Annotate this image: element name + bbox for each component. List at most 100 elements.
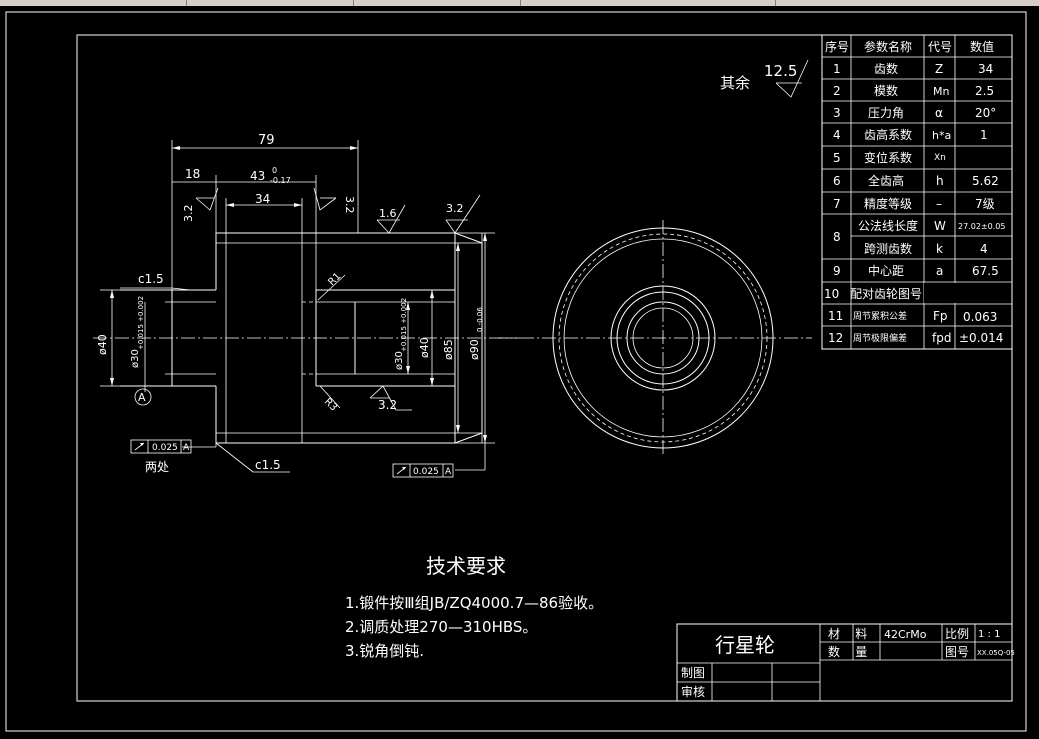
- checked-by-label: 审核: [681, 684, 705, 699]
- section-view: [93, 232, 520, 444]
- param-row-name: 压力角: [868, 106, 904, 120]
- dim-dia-30-left: ø30: [130, 349, 141, 368]
- param-row-no: 9: [833, 264, 841, 278]
- runout-left-value: 0.025: [152, 443, 178, 453]
- param-row-sym: W: [934, 219, 946, 233]
- dim-dia-40-right: ø40: [418, 337, 431, 358]
- window-tab[interactable]: [0, 0, 187, 6]
- sf-rest-label: 其余: [720, 74, 750, 92]
- dimension-lines: [100, 140, 495, 473]
- sf-mark-2: 3.2: [343, 196, 356, 214]
- param-row-name: 精度等级: [864, 196, 912, 211]
- param-row-sym: α: [935, 106, 943, 120]
- surface-finish-symbols: [195, 59, 809, 411]
- tech-req-item: 3.锐角倒钝.: [345, 642, 424, 660]
- radius-top-label: R1: [326, 271, 343, 288]
- material-label: 材 料: [828, 627, 867, 641]
- param-row-no: 3: [833, 106, 841, 120]
- param-row-val: 4: [980, 242, 988, 256]
- sf-mark-3: 1.6: [379, 207, 397, 220]
- runout-bottom-value: 0.025: [413, 467, 439, 477]
- tech-req-item: 1.锻件按Ⅲ组JB/ZQ4000.7—86验收。: [345, 594, 603, 612]
- dim-dia-40-left: ø40: [96, 334, 109, 355]
- param-row-val: 20°: [975, 106, 996, 120]
- drawn-by-label: 制图: [681, 666, 705, 680]
- param-row-val: 0.063: [963, 310, 997, 324]
- param-row-val: 67.5: [972, 264, 999, 278]
- param-row-sym: Z: [935, 62, 943, 76]
- outer-frame: [5, 11, 1027, 732]
- sf-mark-5: 3.2: [378, 398, 397, 412]
- param-row-sym: a: [936, 264, 943, 278]
- cad-drawing-canvas[interactable]: 79 18 43 0 -0.17 34 ø40 ø30 +0.015 +0.00…: [0, 6, 1039, 735]
- runout-bottom-datum: A: [445, 467, 452, 477]
- chamfer-top-label: c1.5: [138, 272, 164, 286]
- scale-label: 比例: [945, 627, 969, 641]
- dim-34: 34: [255, 192, 270, 206]
- part-name: 行星轮: [715, 633, 775, 657]
- param-row-sym: h: [936, 174, 944, 188]
- window-tab-strip: [0, 0, 1039, 6]
- param-table-grid: [821, 34, 1013, 350]
- runout-left-note: 两处: [145, 460, 169, 474]
- sf-rest-value: 12.5: [764, 62, 797, 80]
- param-row-val: 1: [980, 128, 988, 142]
- param-row-no: 12: [828, 331, 843, 345]
- dim-79: 79: [258, 133, 275, 148]
- dim-dia-30-left-tol: +0.015 +0.002: [137, 296, 145, 350]
- drawing-border: [76, 34, 1013, 702]
- param-row-name: 周节极限偏差: [853, 332, 907, 344]
- window-tab[interactable]: [187, 0, 354, 6]
- param-row-val: 5.62: [972, 174, 999, 188]
- side-view: [498, 220, 812, 456]
- drawing-no-label: 图号: [945, 645, 969, 659]
- param-row-name: 跨测齿数: [864, 241, 912, 256]
- param-row-sym: Xn: [934, 153, 946, 163]
- quantity-label: 数 量: [828, 644, 867, 659]
- window-tab[interactable]: [521, 0, 776, 6]
- param-row-no: 11: [828, 309, 843, 323]
- param-header-sym: 代号: [928, 40, 952, 54]
- runout-left-datum: A: [183, 443, 190, 453]
- tech-req-title: 技术要求: [426, 554, 506, 578]
- param-row-no: 2: [833, 84, 841, 98]
- param-row-sym: h*a: [932, 129, 951, 142]
- param-row-sym: Fp: [933, 309, 948, 323]
- dim-dia-30-right-tol: +0.015 +0.002: [400, 298, 408, 352]
- param-row-name: 齿数: [874, 61, 898, 76]
- param-row-no: 1: [833, 62, 841, 76]
- param-row-name: 变位系数: [864, 150, 912, 165]
- dim-dia-90: ø90: [468, 339, 481, 360]
- drawing-no-value: XX.05Q-05: [977, 649, 1015, 657]
- param-row-sym: k: [936, 242, 943, 256]
- param-header-val: 数值: [970, 39, 994, 54]
- dim-18: 18: [185, 167, 200, 181]
- param-table: 序号 参数名称 代号 数值 1 齿数 Z 34 2 模数 Mn 2.5 3 压力…: [824, 39, 1005, 345]
- datum-a-circle: [134, 388, 152, 406]
- dim-43: 43: [250, 169, 265, 183]
- sf-mark-4: 3.2: [446, 202, 464, 215]
- chamfer-bottom-label: c1.5: [255, 458, 281, 472]
- param-row-no: 5: [833, 151, 841, 165]
- tech-req-item: 2.调质处理270—310HBS。: [345, 618, 537, 636]
- runout-frame-left: [130, 439, 192, 454]
- material-value: 42CrMo: [884, 628, 927, 641]
- param-row-name: 中心距: [868, 263, 904, 278]
- radius-bottom-label: R3: [322, 396, 339, 413]
- datum-a-label: A: [138, 391, 146, 404]
- param-row-name: 齿高系数: [864, 127, 912, 142]
- dim-43-tol-lower: -0.17: [270, 176, 291, 185]
- param-row-name: 模数: [874, 83, 898, 98]
- param-row-name: 全齿高: [868, 173, 904, 188]
- param-row-val: ±0.014: [959, 331, 1003, 345]
- window-tab[interactable]: [354, 0, 521, 6]
- sf-mark-1: 3.2: [182, 205, 195, 223]
- param-row-no: 6: [833, 174, 841, 188]
- runout-frame-bottom: [392, 463, 454, 478]
- param-row-val: 34: [978, 62, 993, 76]
- dim-dia-85: ø85: [442, 339, 455, 360]
- param-row-name: 周节累积公差: [853, 310, 907, 322]
- param-row-sym: Mn: [933, 85, 949, 98]
- dim-dia-30-right: ø30: [394, 351, 405, 370]
- param-row-no: 7: [833, 197, 841, 211]
